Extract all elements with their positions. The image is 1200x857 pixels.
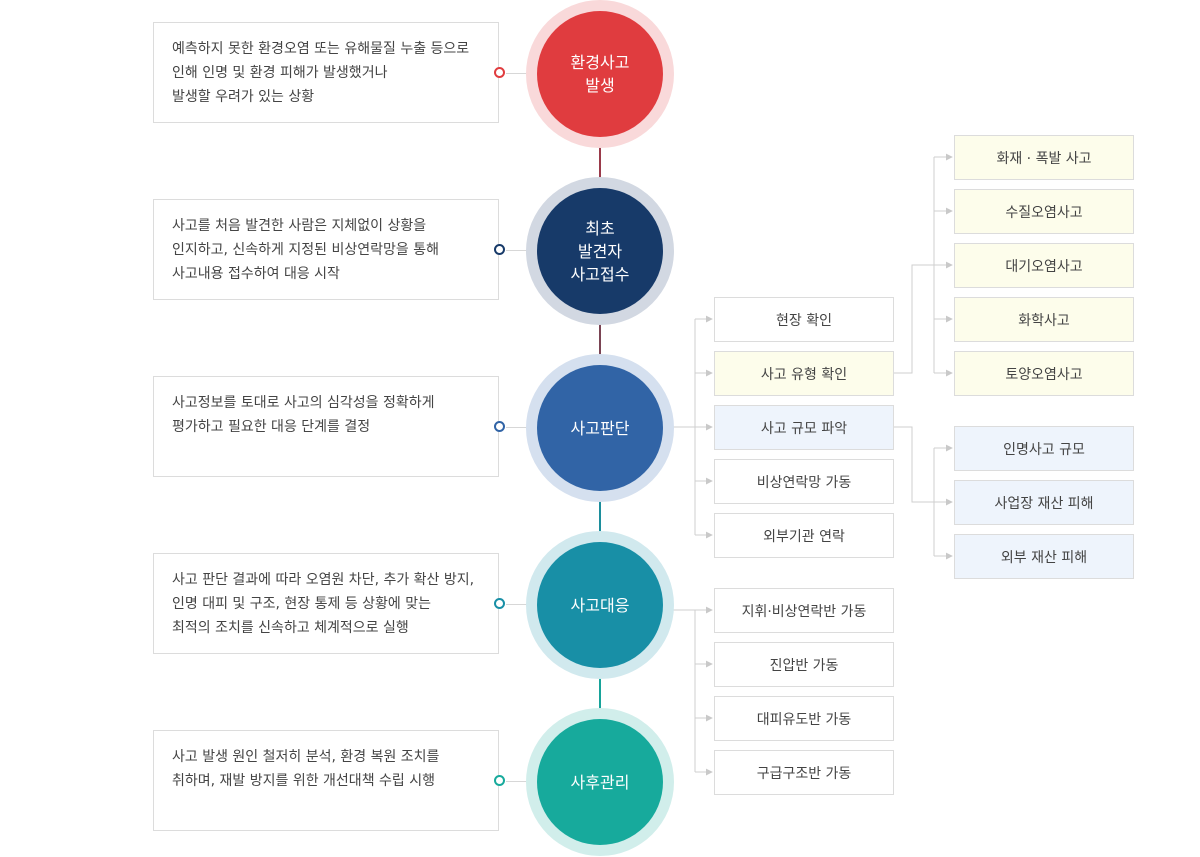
desc-line: 발생할 우려가 있는 상황 (172, 89, 315, 105)
accident-scale-item: 외부 재산 피해 (954, 534, 1134, 579)
accident-type-item: 토양오염사고 (954, 351, 1134, 396)
step-title-line: 발생 (585, 76, 615, 95)
desc-connector (506, 604, 538, 605)
step-circle-halo: 최초 발견자 사고접수 (526, 177, 674, 325)
judgment-item: 사고 규모 파악 (714, 405, 894, 450)
step-circle-halo: 환경사고 발생 (526, 0, 674, 148)
spine-segment (599, 490, 601, 545)
accident-type-item: 화학사고 (954, 297, 1134, 342)
desc-line: 취하며, 재발 방지를 위한 개선대책 수립 시행 (172, 773, 435, 789)
judgment-item: 현장 확인 (714, 297, 894, 342)
desc-connector (506, 781, 538, 782)
desc-dot (494, 67, 505, 78)
step-circle-halo: 사고대응 (526, 531, 674, 679)
step-title-line: 사후관리 (570, 772, 630, 792)
step-circle-halo: 사고판단 (526, 354, 674, 502)
judgment-item: 비상연락망 가동 (714, 459, 894, 504)
response-item: 대피유도반 가동 (714, 696, 894, 741)
spine-segment (599, 667, 601, 712)
desc-line: 사고 발생 원인 철저히 분석, 환경 복원 조치를 (172, 749, 440, 765)
desc-dot (494, 244, 505, 255)
step-description: 사고 판단 결과에 따라 오염원 차단, 추가 확산 방지, 인명 대피 및 구… (153, 553, 499, 654)
accident-scale-item: 사업장 재산 피해 (954, 480, 1134, 525)
step-description: 사고 발생 원인 철저히 분석, 환경 복원 조치를 취하며, 재발 방지를 위… (153, 730, 499, 831)
response-item: 구급구조반 가동 (714, 750, 894, 795)
step-circle: 사후관리 (537, 719, 663, 845)
desc-dot (494, 775, 505, 786)
step-circle-halo: 사후관리 (526, 708, 674, 856)
desc-line: 인해 인명 및 환경 피해가 발생했거나 (172, 65, 388, 81)
response-item: 진압반 가동 (714, 642, 894, 687)
desc-line: 최적의 조치를 신속하고 체계적으로 실행 (172, 620, 409, 636)
judgment-item: 사고 유형 확인 (714, 351, 894, 396)
accident-type-item: 수질오염사고 (954, 189, 1134, 234)
accident-type-item: 화재 · 폭발 사고 (954, 135, 1134, 180)
desc-line: 인지하고, 신속하게 지정된 비상연락망을 통해 (172, 242, 439, 258)
desc-connector (506, 73, 538, 74)
spine-segment (599, 135, 601, 180)
desc-line: 인명 대피 및 구조, 현장 통제 등 상황에 맞는 (172, 596, 432, 612)
response-item: 지휘·비상연락반 가동 (714, 588, 894, 633)
desc-connector (506, 250, 538, 251)
desc-dot (494, 421, 505, 432)
judgment-item: 외부기관 연락 (714, 513, 894, 558)
step-circle: 사고판단 (537, 365, 663, 491)
desc-line: 사고를 처음 발견한 사람은 지체없이 상황을 (172, 218, 427, 234)
desc-line: 사고내용 접수하여 대응 시작 (172, 266, 340, 282)
step-title-line: 사고접수 (570, 264, 630, 284)
step-title-line: 사고판단 (570, 418, 630, 438)
desc-connector (506, 427, 538, 428)
desc-line: 사고 판단 결과에 따라 오염원 차단, 추가 확산 방지, (172, 572, 475, 588)
desc-line: 예측하지 못한 환경오염 또는 유해물질 누출 등으로 (172, 41, 470, 57)
step-title-line: 사고대응 (570, 595, 630, 615)
accident-scale-item: 인명사고 규모 (954, 426, 1134, 471)
spine-segment (599, 312, 601, 367)
accident-type-item: 대기오염사고 (954, 243, 1134, 288)
desc-dot (494, 598, 505, 609)
step-title-line: 최초 (585, 218, 615, 238)
step-circle: 사고대응 (537, 542, 663, 668)
step-circle: 환경사고 발생 (537, 11, 663, 137)
step-description: 사고정보를 토대로 사고의 심각성을 정확하게 평가하고 필요한 대응 단계를 … (153, 376, 499, 477)
step-title-line: 환경사고 (570, 53, 630, 72)
desc-line: 사고정보를 토대로 사고의 심각성을 정확하게 (172, 395, 435, 411)
step-description: 예측하지 못한 환경오염 또는 유해물질 누출 등으로 인해 인명 및 환경 피… (153, 22, 499, 123)
desc-line: 평가하고 필요한 대응 단계를 결정 (172, 419, 371, 435)
step-description: 사고를 처음 발견한 사람은 지체없이 상황을 인지하고, 신속하게 지정된 비… (153, 199, 499, 300)
step-circle: 최초 발견자 사고접수 (537, 188, 663, 314)
step-title-line: 발견자 (577, 241, 623, 261)
